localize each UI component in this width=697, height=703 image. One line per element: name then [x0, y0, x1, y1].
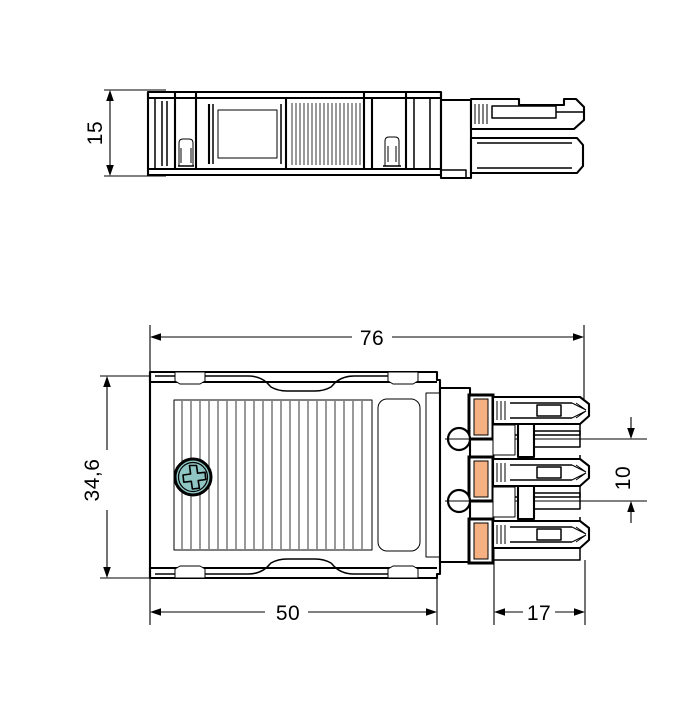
dim-15-arrow-up — [106, 90, 114, 101]
operating-slot-lower[interactable] — [445, 484, 581, 521]
dimension-76-group: 76 — [149, 325, 585, 400]
plan-view-group: 76 34,6 50 — [81, 325, 647, 625]
dimension-346-group: 34,6 — [81, 375, 168, 579]
dim-17-text: 17 — [527, 602, 551, 625]
contact-bottom-back-step — [493, 548, 581, 561]
contact-bottom-taper-lines — [571, 526, 587, 543]
cross-head-screw[interactable] — [173, 457, 213, 497]
contact-middle-orange — [473, 460, 489, 498]
dim-346-text: 34,6 — [81, 459, 104, 502]
dimension-15-group: 15 — [84, 89, 166, 177]
plan-latch-nub-bottom-right — [387, 565, 419, 579]
screw-cross-slot — [182, 464, 207, 490]
dim-76-arrow-right — [573, 333, 584, 341]
plunger-upper-b — [516, 422, 536, 459]
side-blade-upper — [469, 97, 586, 131]
plunger-lower-a — [492, 486, 516, 518]
side-top-lip — [146, 92, 443, 100]
contact-pin-top — [467, 393, 591, 441]
dim-15-arrow-down — [106, 165, 114, 176]
contact-bottom-ribs — [496, 525, 506, 544]
dimension-50-group: 50 — [149, 578, 438, 625]
contact-bottom-inner-lines — [510, 526, 572, 543]
contact-middle-taper-lines — [571, 464, 587, 481]
contact-bottom-orange — [473, 522, 489, 560]
contact-top-taper-lines — [571, 402, 587, 419]
contact-middle-blade — [491, 457, 591, 488]
plunger-lower-b — [516, 484, 536, 521]
plan-latch-nub-bottom-left — [174, 565, 206, 579]
contact-middle-inner-lines — [510, 464, 572, 481]
contact-top-ribs — [496, 401, 506, 420]
screw-head-inner-circle — [177, 461, 209, 493]
dim-76-arrow-left — [150, 333, 161, 341]
dim-76-text: 76 — [360, 327, 384, 350]
side-blade-lower — [469, 136, 585, 175]
dim-50-arrow-left — [150, 608, 161, 616]
dim-50-arrow-right — [426, 608, 437, 616]
side-latch-detent-right-inner — [387, 146, 397, 162]
dim-10-arrow-top — [627, 428, 635, 439]
plunger-upper-link — [534, 430, 581, 448]
dim-17-arrow-right — [574, 608, 585, 616]
side-window-recess — [217, 109, 278, 159]
contact-middle-center-box — [536, 466, 562, 479]
dim-346-arrow-top — [103, 376, 111, 387]
side-collar-step — [441, 169, 467, 178]
plan-latch-nub-top-right — [387, 371, 419, 385]
side-collar — [439, 98, 473, 180]
side-ribbed-area — [291, 103, 361, 165]
side-blade-upper-ribs — [474, 104, 488, 124]
side-view-group: 15 — [84, 89, 586, 180]
plunger-lower-link — [534, 492, 581, 510]
contact-bottom-blade — [491, 519, 591, 550]
contact-pin-middle — [467, 455, 591, 503]
contact-top-blade — [491, 395, 591, 426]
side-latch-detent-left — [178, 138, 194, 167]
dim-10-text: 10 — [612, 466, 635, 490]
side-blade-upper-inner — [491, 105, 557, 119]
contact-top-center-box — [536, 404, 562, 417]
contact-top-inner-lines — [510, 402, 572, 419]
plan-top-flange — [148, 372, 437, 384]
contact-top-orange — [473, 398, 489, 436]
plan-bottom-flange — [148, 566, 437, 578]
dim-10-arrow-bottom — [627, 501, 635, 512]
plunger-upper-a — [492, 424, 516, 456]
plan-collar — [438, 386, 472, 564]
plan-latch-nub-top-left — [174, 371, 206, 385]
dim-346-arrow-bottom — [103, 567, 111, 578]
dim-17-arrow-left — [494, 608, 505, 616]
side-latch-detent-right — [384, 136, 400, 167]
plan-pad-rounded — [377, 398, 421, 552]
contact-bottom-center-box — [536, 528, 562, 541]
side-window-edges — [212, 104, 282, 164]
operating-slot-upper[interactable] — [445, 422, 581, 459]
dim-15-text: 15 — [84, 121, 107, 145]
plan-bottom-profile-curve — [155, 558, 389, 575]
contact-middle-ribs — [496, 463, 506, 482]
contact-pin-bottom — [467, 517, 591, 565]
screw-head-circle[interactable] — [173, 457, 213, 497]
dim-50-text: 50 — [276, 602, 300, 625]
dimension-17-group: 17 — [493, 560, 586, 625]
plan-top-profile-curve — [155, 375, 389, 392]
side-latch-detent-left-inner — [180, 148, 192, 163]
